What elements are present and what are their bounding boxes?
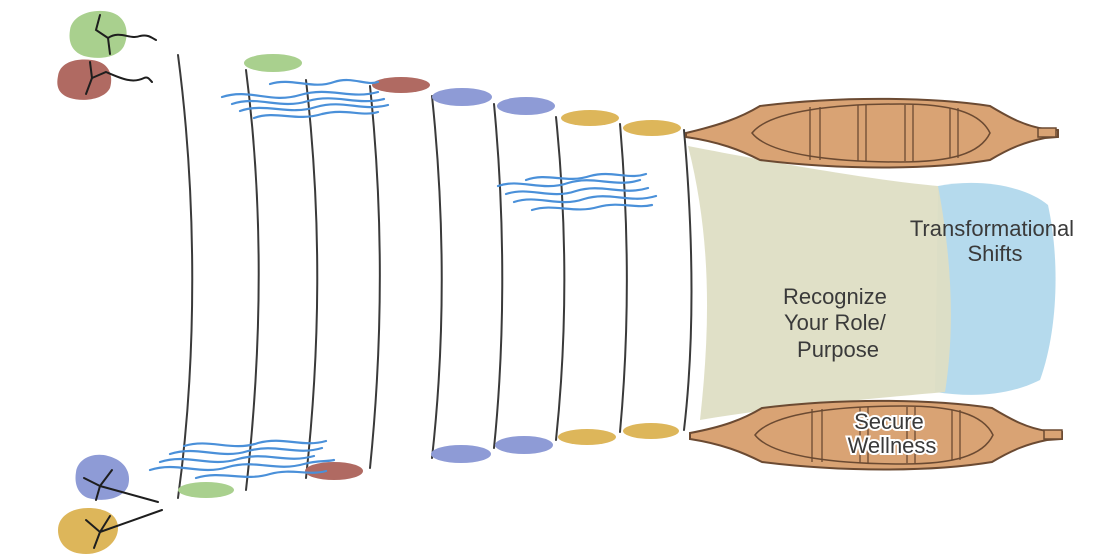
- plank-line: [431, 95, 443, 459]
- plank-line: [305, 79, 319, 479]
- stone-red: [372, 77, 430, 93]
- water-waves-icon: [148, 78, 658, 480]
- plank-line: [683, 129, 693, 431]
- stone-periwinkle: [431, 445, 491, 463]
- secure-wellness-label: Secure Wellness: [848, 409, 937, 458]
- top-stones: [244, 54, 681, 136]
- stone-green: [244, 54, 302, 72]
- stone-mustard: [623, 423, 679, 439]
- stone-mustard: [623, 120, 681, 136]
- plank-line: [369, 85, 381, 469]
- bridge-planks: [177, 54, 693, 499]
- recognize-role-label: Recognize Your Role/ Purpose: [783, 284, 893, 362]
- bottom-boat-icon: [689, 399, 1063, 471]
- stone-red: [305, 462, 363, 480]
- plank-line: [493, 103, 504, 449]
- stone-mustard: [561, 110, 619, 126]
- plank-line: [177, 54, 194, 499]
- top-boat-icon: [685, 97, 1059, 169]
- stone-periwinkle: [497, 97, 555, 115]
- bottom-stones: [178, 423, 679, 498]
- stone-mustard: [558, 429, 616, 445]
- sails: [688, 146, 1056, 420]
- beige-sail: [688, 146, 951, 420]
- stone-periwinkle: [495, 436, 553, 454]
- stone-periwinkle: [432, 88, 492, 106]
- plank-line: [555, 116, 566, 441]
- anchor-stones-icon: [58, 454, 163, 554]
- anchor-stones-icon: [57, 10, 157, 100]
- plank-line: [245, 69, 260, 491]
- stone-green: [178, 482, 234, 498]
- blue-sail: [935, 182, 1056, 395]
- plank-line: [619, 123, 628, 433]
- transformational-shifts-label: Transformational Shifts: [910, 216, 1080, 266]
